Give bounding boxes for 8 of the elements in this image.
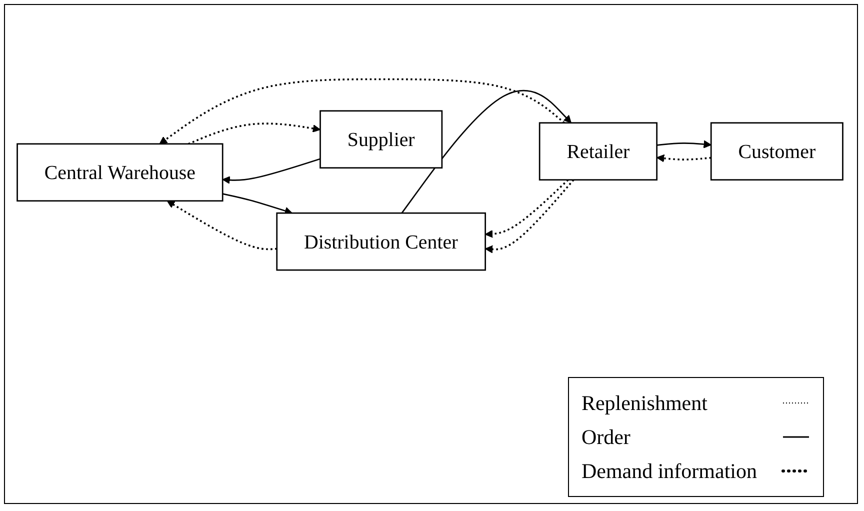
legend-label: Order xyxy=(581,424,630,451)
node-box: Distribution Center xyxy=(276,212,486,272)
legend-label: Demand information xyxy=(581,458,757,485)
node-box: Customer xyxy=(710,122,844,181)
legend-label: Replenishment xyxy=(581,390,708,417)
node-box: Retailer xyxy=(538,122,658,181)
node-box: Central Warehouse xyxy=(16,144,224,202)
node-box: Supplier xyxy=(320,110,443,169)
